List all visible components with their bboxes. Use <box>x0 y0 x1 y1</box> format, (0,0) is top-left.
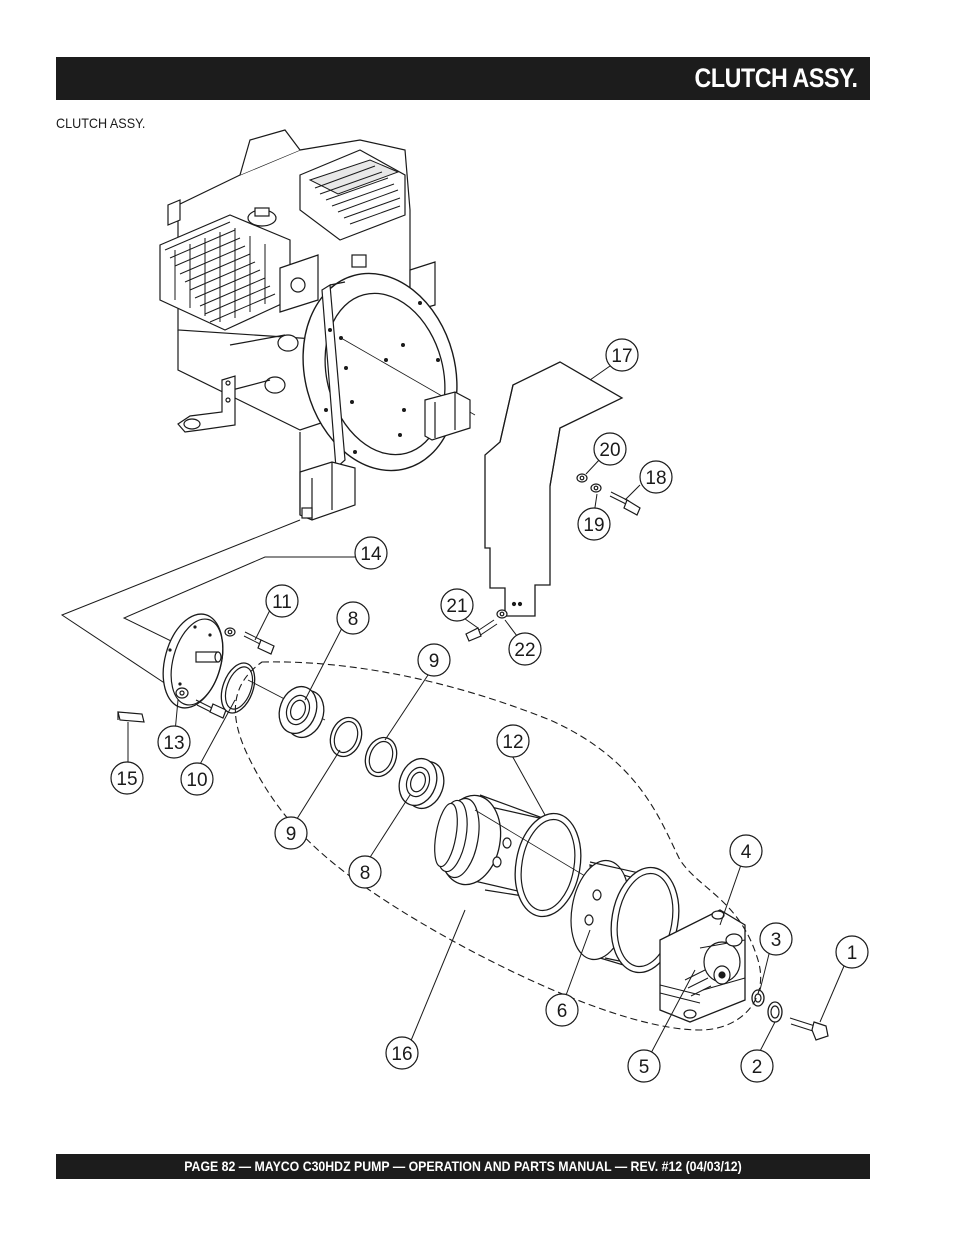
callout-16: 16 <box>391 1044 412 1065</box>
callout-15: 15 <box>116 769 137 790</box>
footer-text: PAGE 82 — MAYCO C30HDZ PUMP — OPERATION … <box>184 1158 742 1174</box>
callout-1: 1 <box>847 943 858 964</box>
callout-2: 2 <box>752 1057 763 1078</box>
callout-circles <box>110 338 869 1083</box>
callout-10: 10 <box>186 770 207 791</box>
callout-5: 5 <box>639 1057 650 1078</box>
belt-guard <box>484 361 624 617</box>
header-bar: CLUTCH ASSY. <box>56 57 870 100</box>
callout-14: 14 <box>360 544 382 565</box>
callout-12: 12 <box>502 732 523 753</box>
callout-3: 3 <box>771 930 782 951</box>
callout-22: 22 <box>514 640 535 661</box>
callout-8-upper: 8 <box>348 609 359 630</box>
footer-bar: PAGE 82 — MAYCO C30HDZ PUMP — OPERATION … <box>56 1154 870 1179</box>
page-title: CLUTCH ASSY. <box>695 63 858 93</box>
bearing-8-upper <box>278 685 325 739</box>
callout-9-upper: 9 <box>429 651 440 672</box>
clutch-hub <box>659 909 746 1023</box>
callout-4: 4 <box>741 842 752 863</box>
callout-9-lower: 9 <box>286 824 297 845</box>
clutch-drum <box>434 794 626 918</box>
callout-8-lower: 8 <box>360 863 371 884</box>
bell-housing <box>299 272 476 521</box>
callout-21: 21 <box>446 596 467 617</box>
guard-lower-bolt <box>465 609 508 642</box>
bearing-8-lower <box>398 757 445 810</box>
guard-bolt-set <box>576 473 641 516</box>
callout-11: 11 <box>272 592 292 613</box>
callout-13: 13 <box>163 733 184 754</box>
callout-20: 20 <box>599 440 620 461</box>
callout-19: 19 <box>583 515 604 536</box>
adapter-plate <box>117 613 275 723</box>
callout-6: 6 <box>557 1001 568 1022</box>
diagram-caption: CLUTCH ASSY. <box>56 115 146 131</box>
callout-leaders <box>127 365 845 1056</box>
callout-17: 17 <box>611 346 632 367</box>
callout-18: 18 <box>645 468 666 489</box>
